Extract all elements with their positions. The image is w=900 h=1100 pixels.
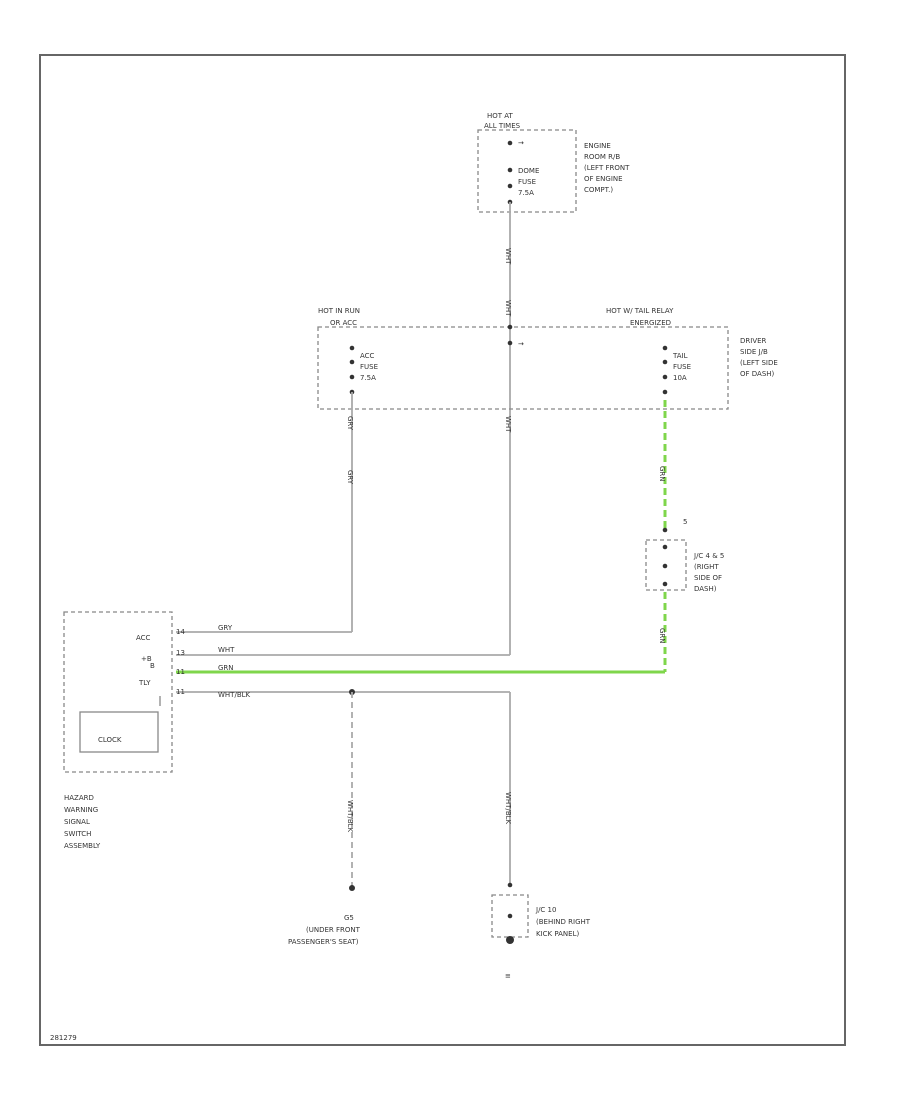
jb-location-line3: (LEFT SIDE bbox=[740, 359, 778, 367]
pin-label-acc: ACC bbox=[136, 634, 151, 642]
pin-label-b-plus: +B bbox=[141, 655, 152, 663]
ground-left-terminal bbox=[349, 885, 355, 891]
rb-location-line5: COMPT.) bbox=[584, 186, 613, 194]
ground-left-line2: (UNDER FRONT bbox=[306, 926, 361, 934]
pin-num-tly: 11 bbox=[176, 688, 185, 696]
jb-pass-terminal bbox=[507, 324, 513, 330]
pin-label-b: B bbox=[150, 662, 155, 670]
acc-fuse-line3: 7.5A bbox=[360, 374, 376, 382]
rb-location-line1: ENGINE bbox=[584, 142, 611, 150]
engine-room-rb-box bbox=[477, 129, 577, 213]
junction-terminal bbox=[662, 563, 668, 569]
tail-fuse-line2: FUSE bbox=[673, 363, 691, 371]
dome-fuse-line1: DOME bbox=[518, 167, 539, 175]
pin-wire-tly: WHT/BLK bbox=[218, 691, 251, 699]
dome-fuse-line3: 7.5A bbox=[518, 189, 534, 197]
pin-label-tly: TLY bbox=[138, 679, 151, 687]
rb-location-line2: ROOM R/B bbox=[584, 153, 620, 161]
hot-run-label: HOT IN RUN bbox=[318, 307, 360, 315]
junction-terminal bbox=[662, 544, 668, 550]
all-times-label: ALL TIMES bbox=[484, 122, 521, 130]
diagram-frame bbox=[39, 54, 846, 1046]
pin-num-acc: 14 bbox=[176, 628, 185, 636]
clock-box bbox=[79, 711, 159, 753]
hot-tail-label: HOT W/ TAIL RELAY bbox=[606, 307, 674, 315]
dome-wire-color-2: WHT bbox=[504, 300, 512, 317]
ground-right-wire-color: WHT/BLK bbox=[504, 792, 512, 825]
ground-left-wire-color: WHT/BLK bbox=[346, 800, 354, 833]
junction-line3: SIDE OF bbox=[694, 574, 722, 582]
driver-jb-box bbox=[317, 326, 729, 410]
junction-box bbox=[645, 539, 687, 591]
hazard-switch-box bbox=[63, 611, 173, 773]
pin-wire-acc: GRY bbox=[218, 624, 233, 632]
dome-wire-color: WHT bbox=[504, 248, 512, 265]
pin-num-b: 11 bbox=[176, 668, 185, 676]
ground-right-line2: (BEHIND RIGHT bbox=[536, 918, 591, 926]
hot-run-sub: OR ACC bbox=[330, 319, 357, 327]
fuse-terminal bbox=[662, 359, 668, 365]
jb-location-line2: SIDE J/B bbox=[740, 348, 768, 356]
jc10-terminal bbox=[507, 913, 513, 919]
junction-line2: (RIGHT bbox=[694, 563, 719, 571]
hot-tail-sub: ENERGIZED bbox=[630, 319, 671, 327]
tail-wire-color: GRN bbox=[658, 466, 666, 482]
fuse-terminal bbox=[349, 359, 355, 365]
pin-num-b-plus: 13 bbox=[176, 649, 185, 657]
fuse-terminal bbox=[662, 374, 668, 380]
switch-name-line1: HAZARD bbox=[64, 794, 94, 802]
ground-symbol: ≡ bbox=[505, 972, 511, 980]
fuse-terminal bbox=[507, 167, 513, 173]
rb-location-line4: OF ENGINE bbox=[584, 175, 623, 183]
fuse-terminal bbox=[662, 389, 668, 395]
fuse-terminal bbox=[507, 183, 513, 189]
ground-left-line3: PASSENGER'S SEAT) bbox=[288, 938, 359, 946]
diagram-code: 281279 bbox=[50, 1034, 77, 1042]
junction-line4: DASH) bbox=[694, 585, 717, 593]
ground-right-line1: J/C 10 bbox=[535, 906, 556, 914]
switch-name-line3: SIGNAL bbox=[64, 818, 90, 826]
tail-wire-color-2: GRN bbox=[658, 628, 666, 644]
ground-left-line1: G5 bbox=[344, 914, 354, 922]
fuse-terminal bbox=[349, 374, 355, 380]
jc10-ground-point bbox=[506, 936, 514, 944]
jc10-terminal bbox=[507, 882, 513, 888]
ground-right-line3: KICK PANEL) bbox=[536, 930, 579, 938]
fuse-terminal bbox=[507, 140, 513, 146]
junction-terminal bbox=[662, 581, 668, 587]
switch-name-line4: SWITCH bbox=[64, 830, 91, 838]
junction-terminal bbox=[662, 527, 668, 533]
dome-fuse-line2: FUSE bbox=[518, 178, 536, 186]
jb-location-line1: DRIVER bbox=[740, 337, 767, 345]
acc-wire-color: GRY bbox=[346, 416, 354, 431]
junction-line1: J/C 4 & 5 bbox=[693, 552, 724, 560]
rb-location-line3: (LEFT FRONT bbox=[584, 164, 630, 172]
junction-tag: 5 bbox=[683, 518, 687, 526]
pin-wire-b: GRN bbox=[218, 664, 234, 672]
switch-name-line2: WARNING bbox=[64, 806, 98, 814]
hot-at-label: HOT AT bbox=[487, 112, 514, 120]
arrow-mark: → bbox=[518, 139, 524, 147]
clock-label: CLOCK bbox=[98, 736, 122, 744]
switch-name-line5: ASSEMBLY bbox=[64, 842, 101, 850]
acc-fuse-line1: ACC bbox=[360, 352, 375, 360]
pin-wire-b-plus: WHT bbox=[218, 646, 235, 654]
arrow-mark: → bbox=[518, 340, 524, 348]
jb-pass-terminal bbox=[507, 340, 513, 346]
jb-location-line4: OF DASH) bbox=[740, 370, 775, 378]
jc10-box bbox=[491, 894, 529, 938]
tail-fuse-line1: TAIL bbox=[672, 352, 688, 360]
fuse-terminal bbox=[349, 345, 355, 351]
acc-wire-color-2: GRY bbox=[346, 470, 354, 485]
wht-wire-color: WHT bbox=[504, 416, 512, 433]
fuse-terminal bbox=[662, 345, 668, 351]
tail-fuse-line3: 10A bbox=[673, 374, 687, 382]
acc-fuse-line2: FUSE bbox=[360, 363, 378, 371]
